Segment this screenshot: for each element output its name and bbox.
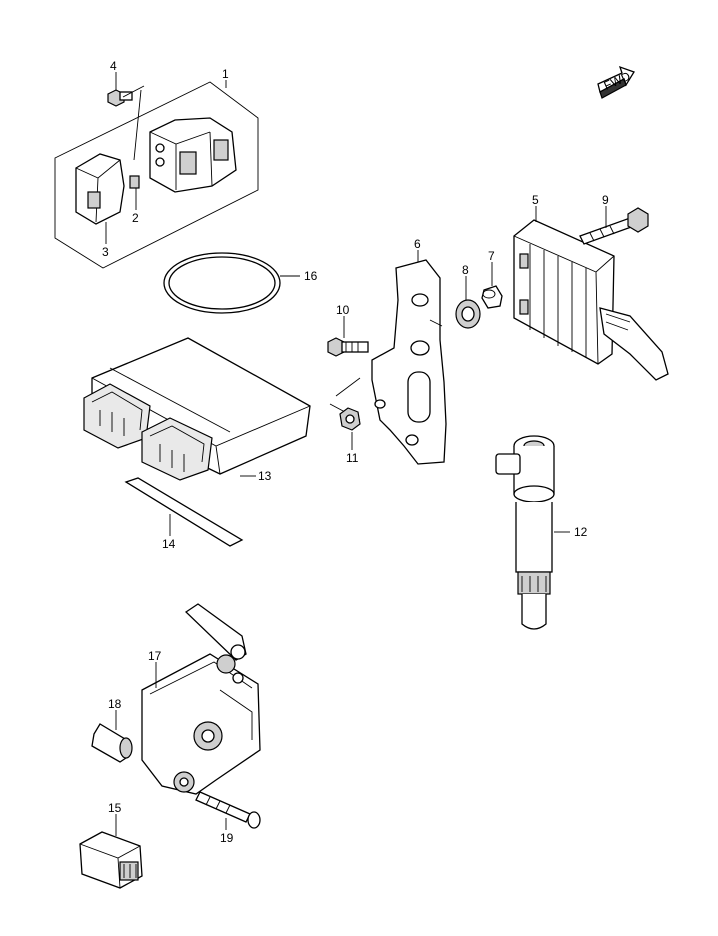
callout-labels: 1 2 3 4 5 6 7 8 9 10 11 12 13 14 15 16 1…	[102, 59, 609, 845]
callout-6: 6	[414, 237, 421, 251]
callout-17: 17	[148, 649, 162, 663]
part-13-ecm-unit[interactable]	[83, 337, 311, 481]
part-8-bushing[interactable]	[455, 299, 481, 329]
part-1-relay-assembly[interactable]	[54, 81, 259, 269]
callout-10: 10	[336, 303, 350, 317]
callout-14: 14	[162, 537, 176, 551]
callout-15: 15	[108, 801, 122, 815]
part-12-ignition-coil[interactable]	[495, 435, 555, 630]
callout-11: 11	[346, 451, 359, 465]
callout-9: 9	[602, 193, 609, 207]
part-18-collar[interactable]	[91, 723, 133, 763]
part-19-screw[interactable]	[195, 791, 261, 829]
callout-2: 2	[132, 211, 139, 225]
part-10-bolt[interactable]	[327, 337, 369, 357]
part-14-cushion-pad[interactable]	[124, 477, 244, 547]
callout-5: 5	[532, 193, 539, 207]
part-15-connector[interactable]	[79, 831, 143, 889]
part-11-nut[interactable]	[339, 407, 361, 431]
callout-1: 1	[222, 67, 229, 81]
callout-18: 18	[108, 697, 122, 711]
callout-13: 13	[258, 469, 272, 483]
callout-8: 8	[462, 263, 469, 277]
callout-3: 3	[102, 245, 109, 259]
part-4-bolt[interactable]	[107, 85, 145, 107]
part-17-sensor[interactable]	[141, 603, 261, 795]
callout-16: 16	[304, 269, 318, 283]
callout-19: 19	[220, 831, 234, 845]
part-6-bracket[interactable]	[329, 259, 447, 465]
part-5-regulator[interactable]	[513, 219, 669, 381]
callout-4: 4	[110, 59, 117, 73]
callout-12: 12	[574, 525, 588, 539]
fwd-arrow-icon: FWD	[597, 65, 635, 99]
callout-7: 7	[488, 249, 495, 263]
part-16-o-ring[interactable]	[163, 252, 281, 314]
part-7-collar[interactable]	[481, 285, 503, 309]
part-9-bolt[interactable]	[579, 207, 649, 245]
leader-lines	[105, 72, 607, 836]
